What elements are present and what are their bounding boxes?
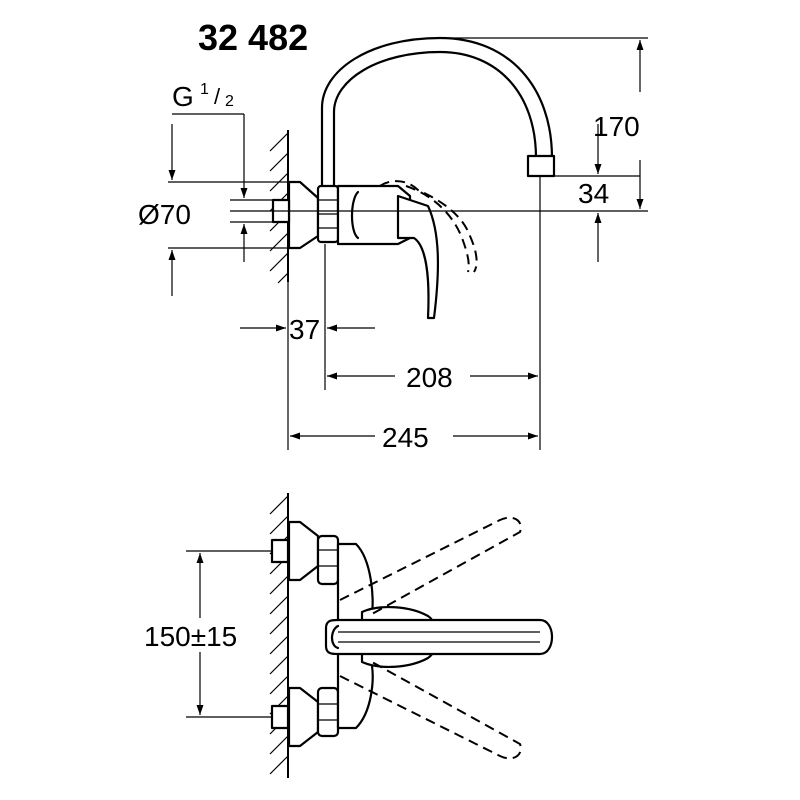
escutcheon (287, 180, 320, 250)
dimension-245: 245 (290, 422, 538, 453)
lever-handle (396, 194, 439, 320)
product-number: 32 482 (198, 17, 308, 58)
diameter-label: Ø70 (138, 199, 191, 230)
spout-outline (320, 36, 554, 188)
thread-numerator: 1 (200, 81, 209, 98)
top-view: 150±15 (144, 493, 553, 778)
height-dimension-34: 34 (554, 124, 640, 262)
wall-hatch-bottom (269, 493, 289, 778)
diameter-dimension: Ø70 (138, 124, 290, 296)
side-view: 32 482 (138, 17, 648, 453)
spout-outlet (526, 154, 556, 178)
dimension-37: 37 (240, 314, 375, 345)
svg-text:/: / (214, 84, 221, 109)
thread-denominator: 2 (225, 93, 234, 110)
thread-label: G (172, 81, 194, 112)
dimension-centers: 150±15 (144, 550, 272, 718)
dimension-208: 208 (327, 362, 538, 393)
height-34-label: 34 (578, 178, 609, 209)
centers-label: 150±15 (144, 621, 237, 652)
spout-top (324, 618, 553, 656)
dim-245-label: 245 (382, 422, 429, 453)
dim-37-label: 37 (289, 314, 320, 345)
height-dimension-170: 170 (444, 37, 648, 209)
thread-dimension: G 1 / 2 (172, 81, 273, 262)
height-170-label: 170 (593, 111, 640, 142)
dim-208-label: 208 (406, 362, 453, 393)
